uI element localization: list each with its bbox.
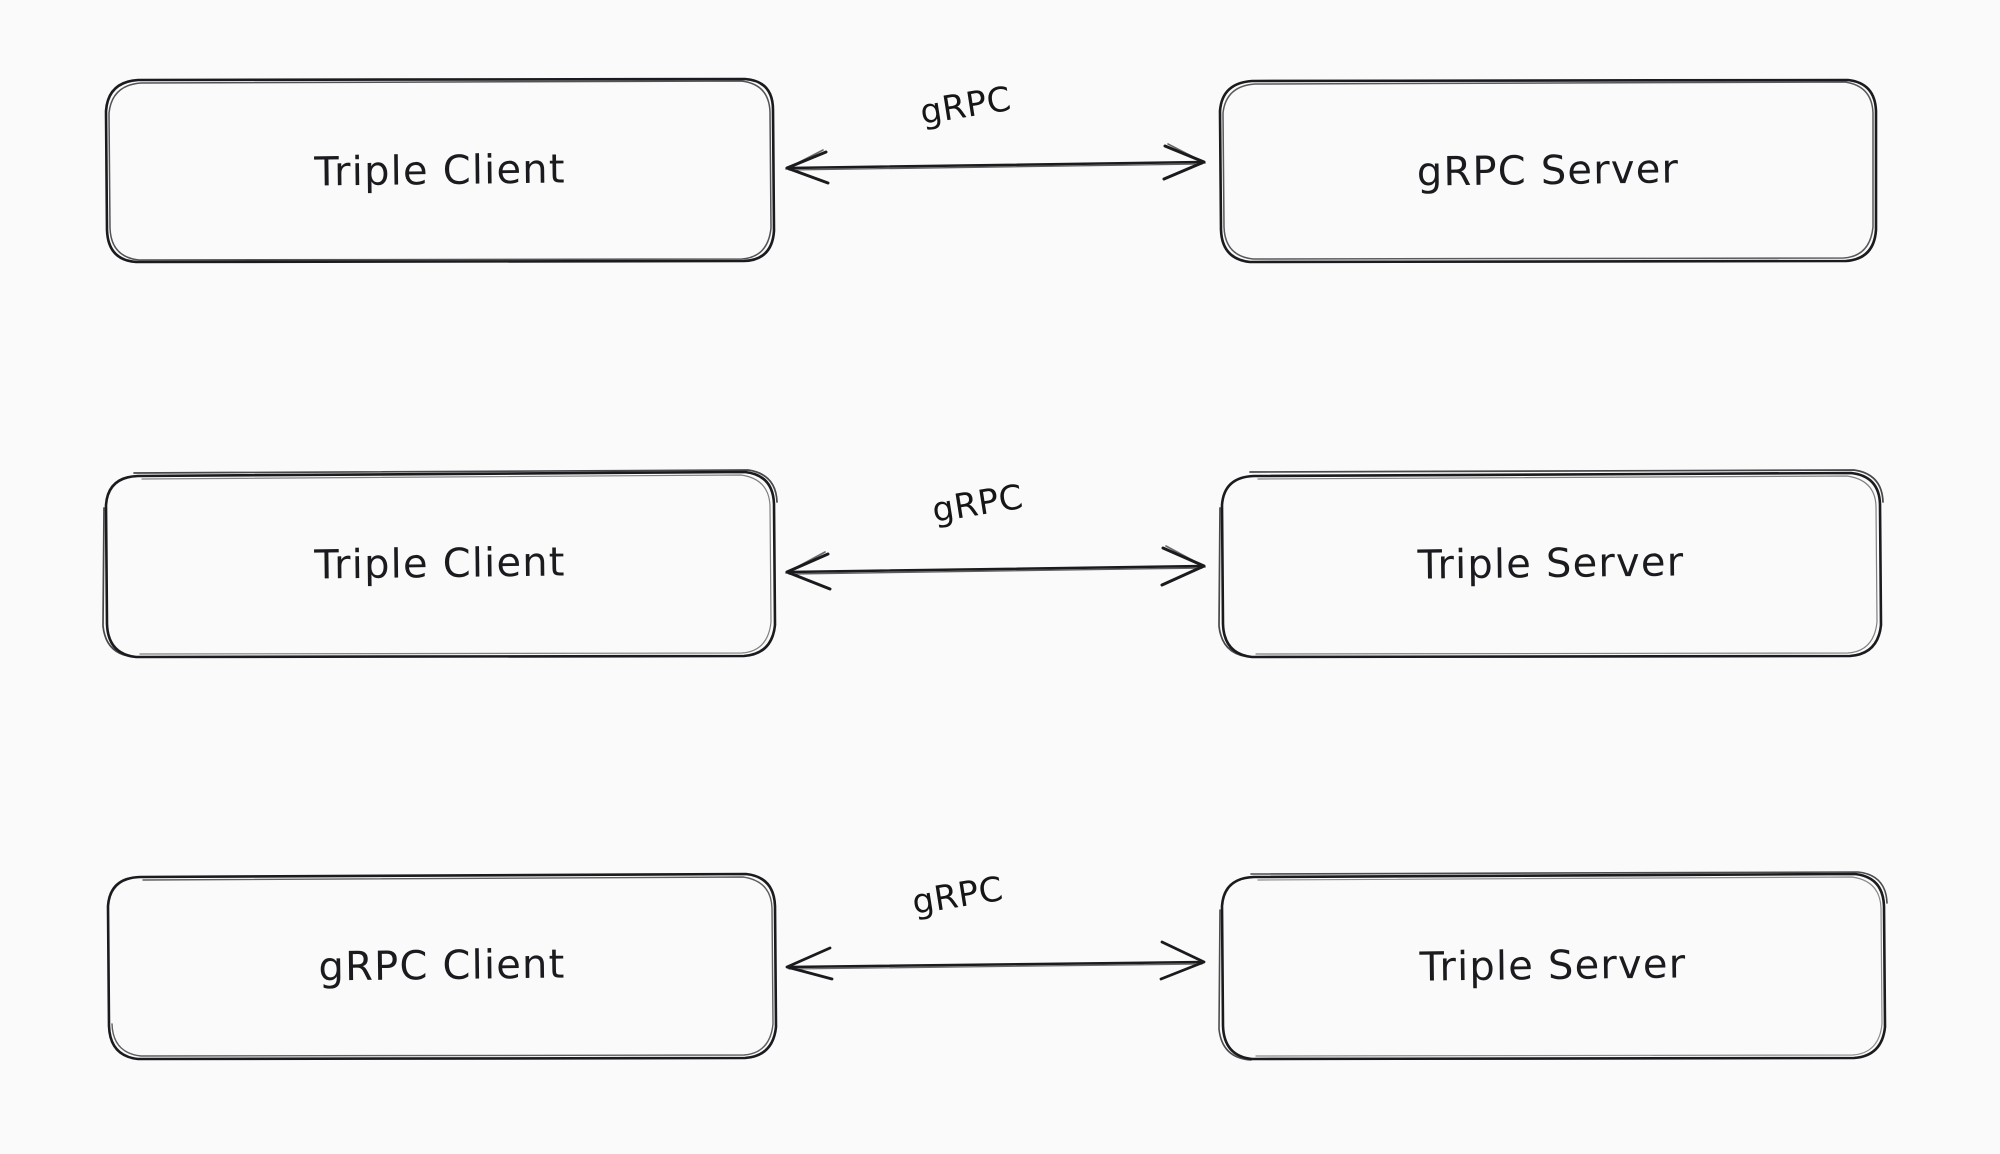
node-label: Triple Server	[1417, 539, 1685, 589]
connector-1[interactable]: gRPC	[780, 79, 1210, 190]
node-outline-sketch	[102, 469, 778, 659]
node-triple-client-2[interactable]: Triple Client	[102, 469, 778, 659]
node-label: Triple Server	[1419, 941, 1687, 991]
node-outline-sketch	[104, 77, 776, 264]
bidirectional-arrow-icon	[785, 143, 1206, 185]
node-outline-sketch	[1218, 871, 1888, 1061]
node-grpc-server-1[interactable]: gRPC Server	[1218, 78, 1878, 264]
node-label: Triple Client	[314, 145, 566, 196]
node-outline-sketch	[106, 872, 778, 1061]
node-label: gRPC Server	[1416, 145, 1680, 196]
connector-3[interactable]: gRPC	[780, 869, 1210, 981]
node-outline-sketch	[1218, 469, 1884, 659]
node-label: gRPC Client	[318, 941, 566, 991]
node-triple-client-1[interactable]: Triple Client	[104, 77, 776, 264]
bidirectional-arrow-icon	[785, 940, 1206, 981]
bidirectional-arrow-icon	[785, 545, 1206, 591]
node-triple-server-2[interactable]: Triple Server	[1218, 469, 1884, 659]
node-label: Triple Client	[314, 539, 566, 589]
node-grpc-client-3[interactable]: gRPC Client	[105, 872, 779, 1061]
node-outline-sketch	[1218, 78, 1878, 264]
connector-2[interactable]: gRPC	[780, 477, 1210, 591]
node-triple-server-3[interactable]: Triple Server	[1218, 871, 1888, 1061]
